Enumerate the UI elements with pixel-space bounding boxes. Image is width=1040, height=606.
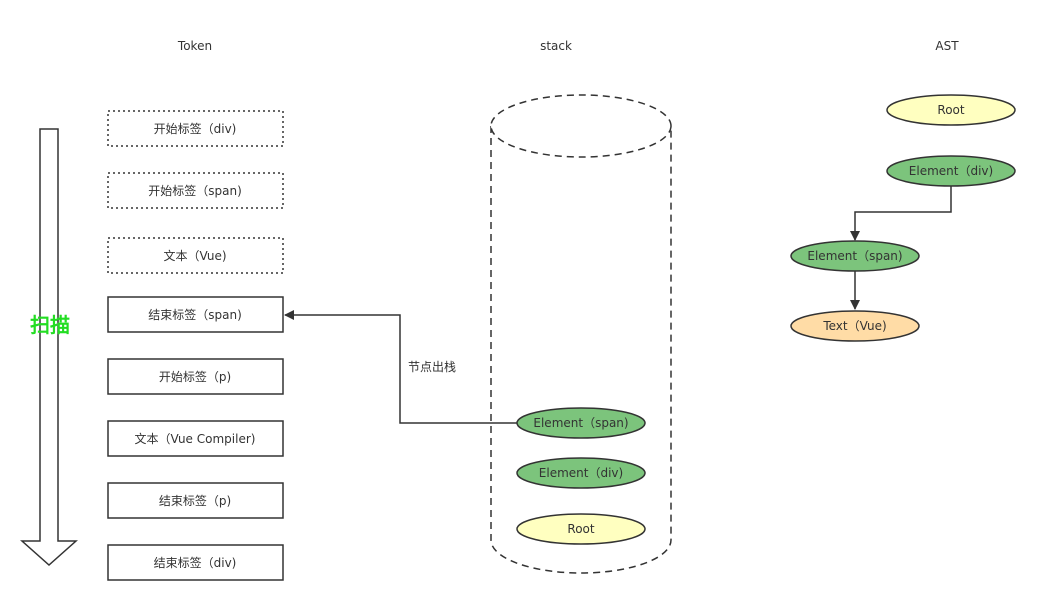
ast-edge-div-span	[850, 186, 952, 241]
ast-node: Text（Vue)	[790, 310, 920, 342]
ast-node-label: Root	[937, 103, 964, 117]
ast-node-shape	[886, 155, 1016, 187]
token-box: 结束标签（p)	[107, 482, 284, 519]
stack-node-label: Root	[567, 522, 594, 536]
token-box: 开始标签（p)	[107, 358, 284, 395]
stack-node-label: Element（span)	[533, 416, 628, 430]
token-label: 文本（Vue)	[163, 248, 226, 263]
ast-node: Root	[886, 94, 1016, 126]
stack-column-title: stack	[540, 39, 572, 53]
ast-node-shape	[790, 310, 920, 342]
stack-node-shape	[516, 407, 646, 439]
token-label: 结束标签（p)	[159, 493, 231, 508]
pop-label: 节点出栈	[408, 359, 456, 374]
token-label: 开始标签（p)	[159, 369, 231, 384]
stack-node-shape	[516, 457, 646, 489]
pop-connector	[284, 310, 517, 424]
token-box-rect	[107, 110, 284, 147]
scan-label: 扫描	[30, 313, 70, 337]
ast-column-title: AST	[935, 39, 959, 53]
token-box-rect	[107, 420, 284, 457]
token-box-rect	[107, 482, 284, 519]
token-box: 结束标签（div)	[107, 544, 284, 581]
token-label: 结束标签（span)	[148, 307, 242, 322]
stack-node-list: Element（span) Element（div) Root	[516, 407, 646, 545]
token-label: 文本（Vue Compiler)	[135, 431, 256, 446]
scan-arrow	[20, 128, 78, 567]
token-label: 结束标签（div)	[154, 555, 237, 570]
token-box: 开始标签（span)	[107, 172, 284, 209]
token-box: 结束标签（span)	[107, 296, 284, 333]
token-list: 开始标签（div) 开始标签（span) 文本（Vue) 结束标签（span) 开始标签…	[107, 110, 284, 581]
token-label: 开始标签（span)	[148, 183, 242, 198]
ast-node: Element（span)	[790, 240, 920, 272]
stack-cylinder-body	[490, 126, 672, 574]
token-box-rect	[107, 296, 284, 333]
ast-node: Element（div)	[886, 155, 1016, 187]
token-box: 文本（Vue Compiler)	[107, 420, 284, 457]
ast-node-label: Element（div)	[909, 164, 993, 178]
token-label: 开始标签（div)	[154, 121, 237, 136]
ast-node-label: Element（span)	[807, 249, 902, 263]
token-box: 开始标签（div)	[107, 110, 284, 147]
stack-node: Element（span)	[516, 407, 646, 439]
stack-node-label: Element（div)	[539, 466, 623, 480]
stack-node-shape	[516, 513, 646, 545]
ast-node-label: Text（Vue)	[822, 319, 886, 333]
stack-cylinder	[490, 94, 672, 574]
stack-node: Root	[516, 513, 646, 545]
token-box-rect	[107, 237, 284, 274]
token-box-rect	[107, 544, 284, 581]
ast-node-shape	[886, 94, 1016, 126]
token-column-title: Token	[177, 39, 212, 53]
token-box-rect	[107, 358, 284, 395]
stack-node: Element（div)	[516, 457, 646, 489]
token-box: 文本（Vue)	[107, 237, 284, 274]
stack-cylinder-top	[490, 94, 672, 158]
token-box-rect	[107, 172, 284, 209]
ast-node-shape	[790, 240, 920, 272]
